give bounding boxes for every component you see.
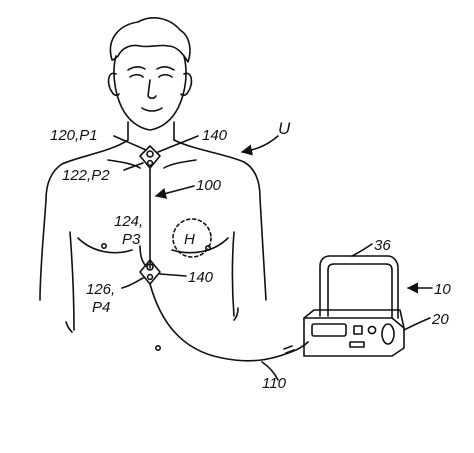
leader-user	[240, 135, 279, 156]
label-p3-number: 124,	[114, 213, 143, 230]
device-button-round[interactable]	[367, 325, 377, 335]
device-port	[349, 341, 365, 348]
hair	[109, 17, 191, 63]
electrode-pad-top	[139, 145, 161, 169]
left-eye	[129, 73, 144, 78]
label-lead-bottom: 140	[188, 269, 214, 286]
device-top-face	[303, 309, 405, 329]
left-pectoral	[77, 237, 133, 254]
label-lead-top: 140	[202, 127, 228, 144]
right-shoulder	[173, 139, 267, 301]
label-p4-id: P4	[92, 299, 110, 316]
right-nipple	[205, 245, 212, 252]
label-unit: 20	[431, 311, 449, 328]
label-p2: 122,P2	[62, 167, 110, 184]
device-body	[303, 317, 405, 357]
device-display	[311, 323, 347, 337]
navel	[155, 344, 162, 351]
right-ear	[180, 72, 193, 97]
electrode-node-p1	[146, 150, 154, 158]
mouth	[141, 107, 163, 112]
leader-lead-bottom	[159, 273, 187, 277]
torso-left-side	[69, 231, 75, 331]
monitoring-device	[303, 255, 405, 357]
label-p4-number: 126,	[86, 281, 115, 298]
carry-handle	[319, 255, 399, 319]
cable	[149, 283, 309, 362]
leader-handle	[351, 243, 373, 257]
cable-connector	[283, 345, 295, 354]
label-p3-id: P3	[122, 231, 141, 248]
device-button-square[interactable]	[353, 325, 363, 335]
device-side-knob[interactable]	[381, 323, 395, 345]
label-p1: 120,P1	[50, 127, 98, 144]
right-eye	[158, 73, 173, 78]
label-handle: 36	[374, 237, 391, 254]
leader-harness	[154, 185, 195, 199]
label-harness: 100	[196, 177, 222, 194]
leader-unit	[403, 317, 431, 331]
right-pectoral	[171, 237, 229, 254]
leader-cable	[261, 361, 279, 381]
leader-lead-top	[157, 135, 199, 153]
leader-p2	[123, 162, 144, 171]
right-clavicle	[163, 159, 197, 169]
leader-p4	[121, 277, 144, 289]
electrode-node-p2	[146, 159, 154, 167]
electrode-node-p3	[146, 263, 154, 271]
left-clavicle	[107, 159, 141, 169]
leader-p1	[113, 135, 147, 151]
leader-p3	[139, 245, 147, 267]
left-nipple	[101, 243, 108, 250]
right-eyebrow	[156, 66, 175, 71]
label-device: 10	[434, 281, 451, 298]
abdomen-left-hint	[65, 321, 73, 333]
carry-handle-inner	[327, 263, 393, 319]
left-shoulder	[39, 139, 129, 301]
nose	[147, 79, 157, 100]
face-outline	[113, 55, 187, 131]
abdomen-right-hint	[233, 307, 239, 321]
electrode-node-p4	[146, 273, 154, 281]
electrode-harness	[139, 145, 161, 285]
heart-region-circle	[172, 218, 212, 258]
label-cable: 110	[262, 375, 287, 392]
left-eyebrow	[127, 66, 146, 71]
torso-right-side	[231, 231, 235, 317]
reference-labels: 120,P1 140 U 122,P2 100 124, P3 H 140 12…	[50, 119, 451, 392]
left-ear	[107, 72, 120, 97]
label-heart: H	[184, 231, 195, 248]
label-user: U	[278, 119, 291, 138]
patient-figure	[39, 17, 267, 351]
